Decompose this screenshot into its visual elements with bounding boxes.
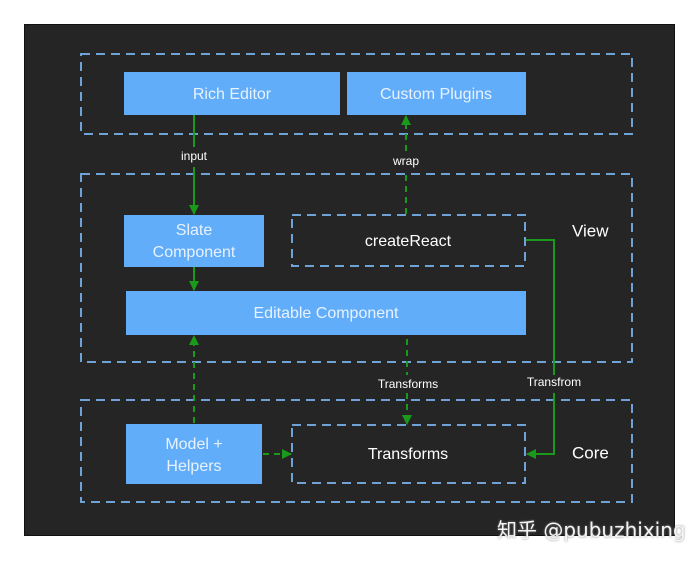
node-slate-component-label-line2: Component bbox=[153, 244, 236, 261]
edge-label-transfrom: Transfrom bbox=[527, 375, 581, 389]
edge-label-wrap: wrap bbox=[392, 154, 419, 168]
edge-input: input bbox=[181, 115, 208, 215]
node-slate-component-label-line1: Slate bbox=[176, 222, 213, 239]
layer-core bbox=[80, 399, 633, 503]
edge-transfrom: Transfrom bbox=[526, 239, 581, 459]
node-transforms-label: Transforms bbox=[368, 446, 448, 463]
node-custom-plugins-label: Custom Plugins bbox=[380, 86, 492, 103]
edge-wrap: wrap bbox=[392, 115, 419, 214]
watermark: 知乎 @pubuzhixing bbox=[497, 518, 686, 542]
node-rich-editor[interactable]: Rich Editor bbox=[124, 72, 340, 115]
node-editable-component-label: Editable Component bbox=[254, 305, 400, 322]
node-rich-editor-label: Rich Editor bbox=[193, 86, 272, 103]
node-model-helpers-label-line2: Helpers bbox=[166, 458, 221, 475]
layer-label-core: Core bbox=[572, 443, 609, 462]
layer-view bbox=[80, 173, 633, 363]
node-create-react-label: createReact bbox=[365, 233, 452, 250]
diagram-canvas: View Core Rich Editor Custom Plugins Sla… bbox=[24, 24, 675, 536]
node-editable-component[interactable]: Editable Component bbox=[126, 291, 526, 335]
node-custom-plugins[interactable]: Custom Plugins bbox=[347, 72, 526, 115]
node-model-helpers[interactable]: Model + Helpers bbox=[126, 424, 262, 484]
node-model-helpers-label-line1: Model + bbox=[165, 436, 222, 453]
edge-label-transforms: Transforms bbox=[378, 377, 438, 391]
node-slate-component[interactable]: Slate Component bbox=[124, 215, 264, 267]
edge-label-input: input bbox=[181, 149, 208, 163]
architecture-diagram: View Core Rich Editor Custom Plugins Sla… bbox=[80, 53, 633, 503]
node-create-react[interactable]: createReact bbox=[291, 214, 526, 267]
layer-app bbox=[80, 53, 633, 135]
edge-transforms: Transforms bbox=[378, 339, 438, 425]
layer-label-view: View bbox=[572, 221, 609, 240]
node-transforms[interactable]: Transforms bbox=[291, 424, 526, 484]
